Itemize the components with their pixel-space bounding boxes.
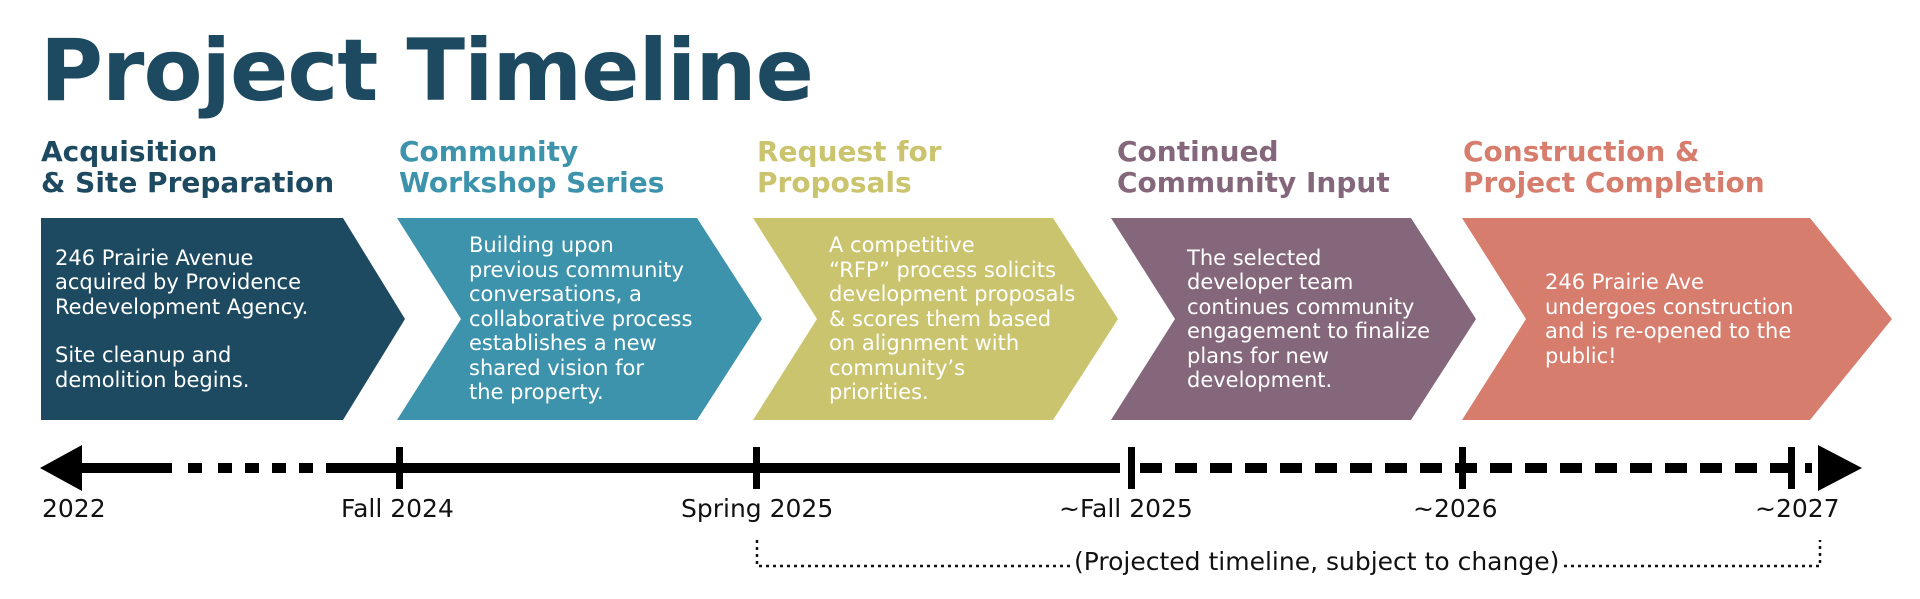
axis-label-fall-2024: Fall 2024 xyxy=(341,494,454,523)
tick-2026 xyxy=(1459,447,1466,489)
axis-dot xyxy=(218,463,232,473)
tick-2027 xyxy=(1788,447,1795,489)
axis-dot xyxy=(299,463,313,473)
phase-heading-acquisition: Acquisition & Site Preparation xyxy=(41,135,335,199)
axis-segment-solid xyxy=(80,463,172,473)
phase-description-rfp: A competitive “RFP” process solicits dev… xyxy=(829,233,1076,405)
chevron-shape xyxy=(753,218,1118,420)
axis-dot xyxy=(188,463,202,473)
phase-heading-construction: Construction & Project Completion xyxy=(1463,135,1765,199)
phase-chevron-rfp xyxy=(753,218,1118,420)
projected-bracket xyxy=(755,540,1822,568)
phase-description-workshop: Building upon previous community convers… xyxy=(469,233,693,405)
chevron-shape xyxy=(1111,218,1476,420)
projected-timeline-note: (Projected timeline, subject to change) xyxy=(1070,547,1564,576)
phase-description-acquisition: 246 Prairie Avenue acquired by Providenc… xyxy=(55,245,309,392)
tick-fall-2025 xyxy=(1128,447,1135,489)
chevron-shape xyxy=(41,218,405,420)
page-title: Project Timeline xyxy=(40,21,814,121)
axis-label-fall-2025: ~Fall 2025 xyxy=(1059,494,1193,523)
tick-fall-2024 xyxy=(396,447,403,489)
timeline-axis xyxy=(40,445,1862,568)
chevron-shape xyxy=(1462,218,1892,420)
phase-chevron-input xyxy=(1111,218,1476,420)
phase-heading-workshop: Community Workshop Series xyxy=(399,135,665,199)
phase-chevron-construction xyxy=(1462,218,1892,420)
tick-spring-2025 xyxy=(753,447,760,489)
axis-label-2026: ~2026 xyxy=(1413,494,1498,523)
axis-label-spring-2025: Spring 2025 xyxy=(681,494,834,523)
phase-chevron-acquisition xyxy=(41,218,405,420)
axis-dot xyxy=(245,463,259,473)
axis-dot xyxy=(272,463,286,473)
axis-label-2022: 2022 xyxy=(42,494,106,523)
phase-description-construction: 246 Prairie Ave undergoes construction a… xyxy=(1545,270,1794,368)
left-arrowhead xyxy=(40,445,82,491)
axis-label-2027: ~2027 xyxy=(1755,494,1840,523)
phase-heading-rfp: Request for Proposals xyxy=(757,135,942,199)
phase-description-input: The selected developer team continues co… xyxy=(1187,245,1431,393)
axis-segment-solid xyxy=(326,463,1120,473)
phase-heading-input: Continued Community Input xyxy=(1117,135,1390,199)
chevron-shape xyxy=(397,218,762,420)
phase-chevron-workshop xyxy=(397,218,762,420)
right-arrowhead xyxy=(1818,445,1862,491)
